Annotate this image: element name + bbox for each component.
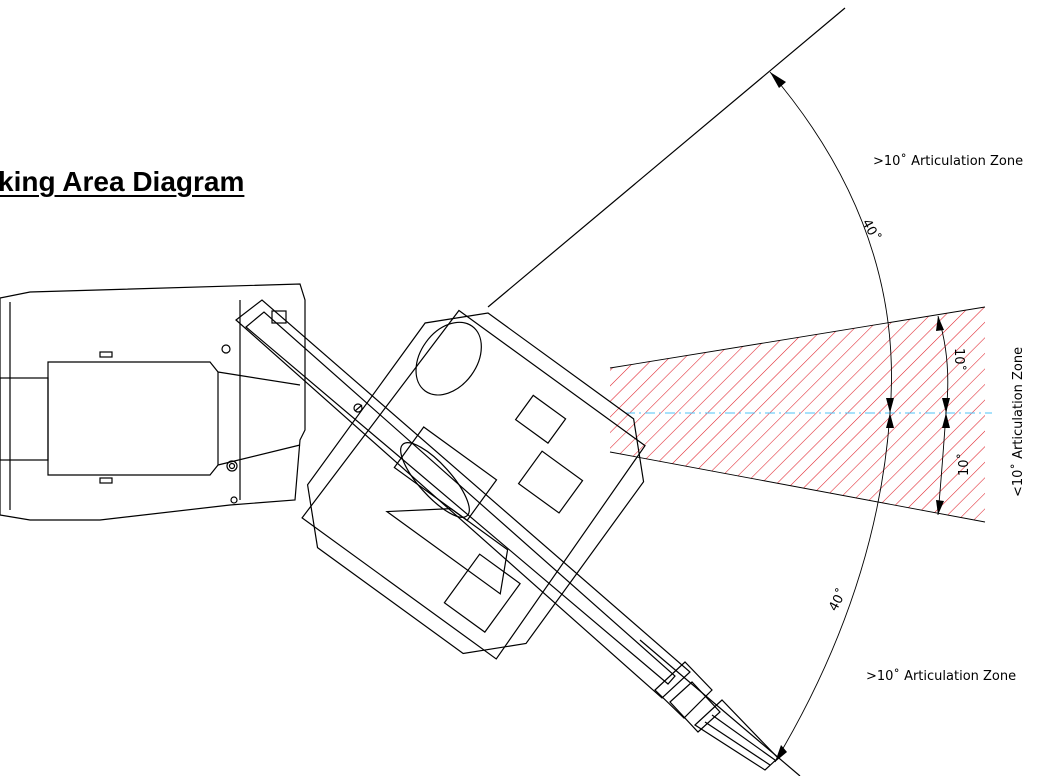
- center-zone-label: <10˚ Articulation Zone: [1010, 347, 1026, 497]
- upper-zone-label: >10˚ Articulation Zone: [873, 153, 1023, 169]
- upper-40-degree-boundary: [487, 7, 846, 308]
- outer-angle-label-lower: 40˚: [825, 586, 850, 614]
- outer-angle-label-upper: 40˚: [858, 216, 883, 244]
- inner-angle-label-lower: 10˚: [956, 453, 972, 476]
- arrow-outer-top: [770, 72, 786, 88]
- arrow-inner-top: [936, 316, 944, 331]
- lower-zone-label: >10˚ Articulation Zone: [866, 668, 1016, 684]
- low-articulation-zone-hatch: [610, 307, 985, 522]
- machine-body: [0, 283, 306, 521]
- arrow-inner-mid-down: [942, 413, 950, 428]
- diagram-title: king Area Diagram: [0, 166, 245, 197]
- zone-boundary-upper: [609, 306, 986, 369]
- arrow-inner-mid-up: [942, 398, 950, 413]
- machine-turret: [301, 309, 646, 660]
- boom-attachment: [654, 661, 779, 771]
- arrow-inner-bottom: [936, 500, 944, 515]
- inner-angle-label-upper: 10˚: [951, 348, 967, 371]
- arrow-outer-mid-up: [886, 398, 894, 413]
- machine-boom: [235, 299, 691, 699]
- zone-boundary-lower: [609, 451, 986, 523]
- arrow-outer-mid-down: [886, 413, 894, 428]
